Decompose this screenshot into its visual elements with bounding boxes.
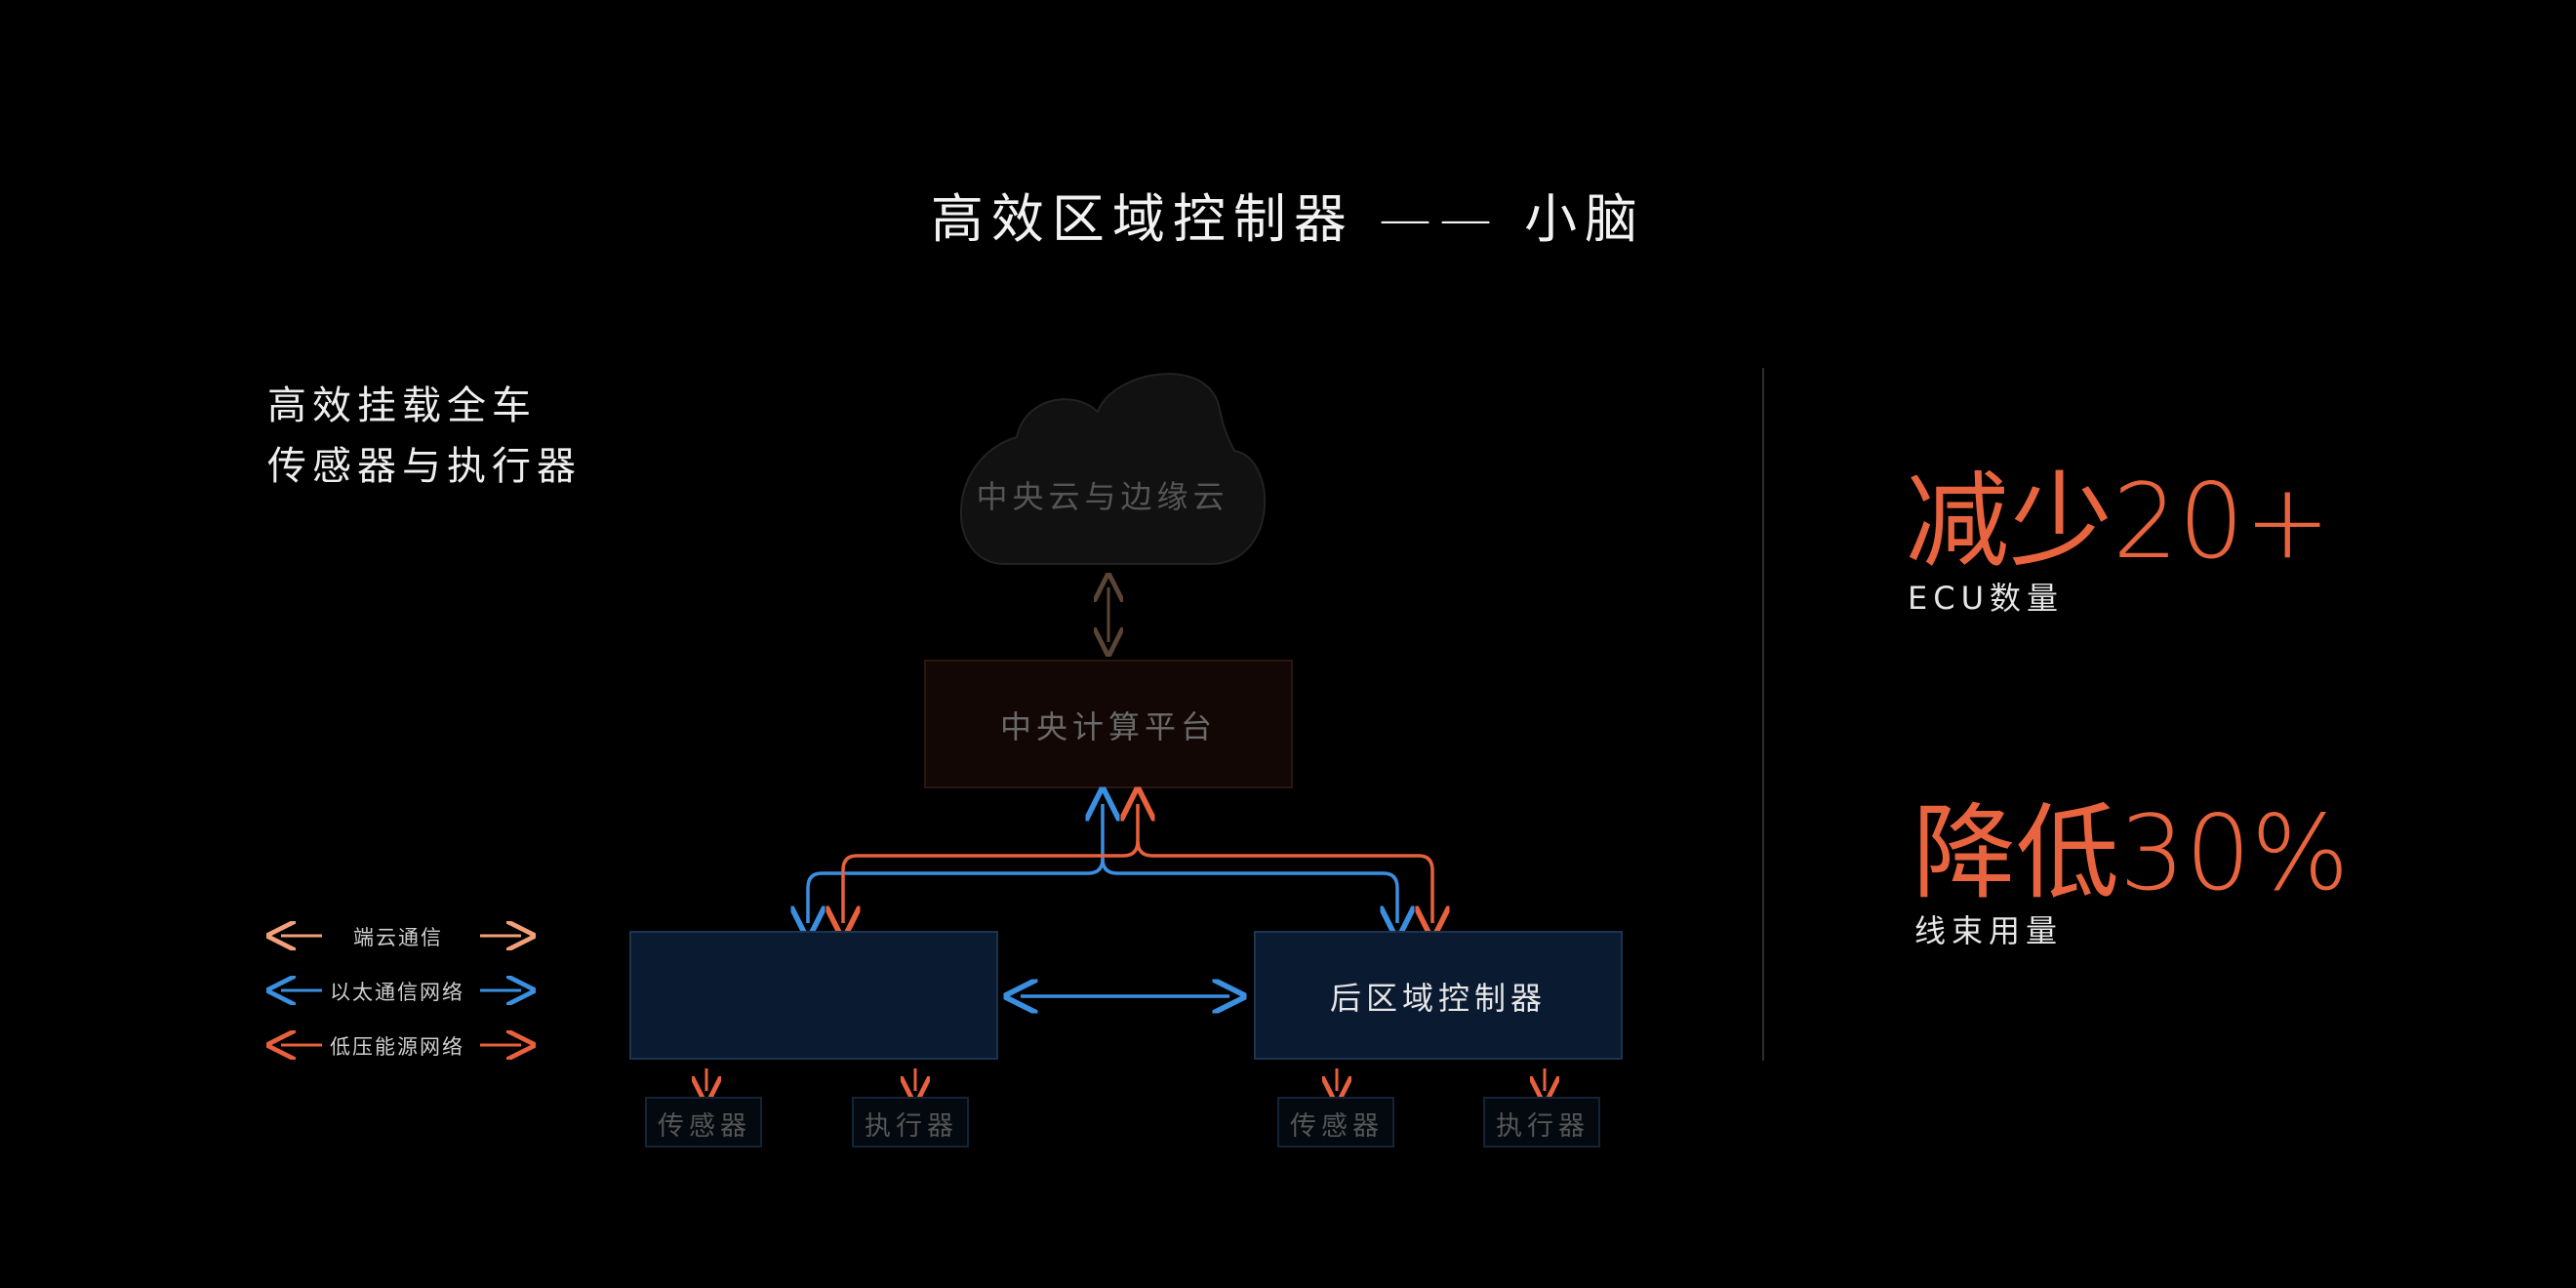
front-actuator-node: 执行器 — [852, 1097, 969, 1147]
legend-arrows — [281, 936, 521, 1045]
left-description: 高效挂载全车 传感器与执行器 — [267, 376, 582, 497]
cloud-label: 中央云与边缘云 — [976, 478, 1228, 515]
front-actuator-label: 执行器 — [865, 1111, 958, 1142]
legend-cloud-comm-label: 端云通信 — [353, 926, 443, 949]
cloud-icon — [960, 373, 1267, 565]
stat-harness-value: 降低30% — [1912, 793, 2350, 913]
rear-controller-label: 后区域控制器 — [1330, 980, 1547, 1017]
stat-ecu-value: 减少20+ — [1906, 462, 2331, 582]
rear-sensor-node: 传感器 — [1277, 1097, 1394, 1147]
legend-ethernet-label: 以太通信网络 — [330, 981, 464, 1004]
page-title: 高效区域控制器 —— 小脑 — [930, 188, 1646, 250]
rear-controller-node: 后区域控制器 — [1254, 931, 1623, 1060]
stat-ecu-label: ECU数量 — [1908, 580, 2064, 617]
central-platform-label: 中央计算平台 — [1000, 708, 1217, 745]
rear-actuator-node: 执行器 — [1483, 1097, 1600, 1147]
rear-actuator-label: 执行器 — [1496, 1111, 1590, 1142]
left-description-line1: 高效挂载全车 — [267, 383, 537, 428]
rear-sensor-label: 传感器 — [1290, 1111, 1384, 1142]
power-link-rear — [1136, 840, 1432, 923]
stat-harness-label: 线束用量 — [1914, 912, 2064, 949]
front-sensor-label: 传感器 — [658, 1111, 751, 1142]
cloud-node: 中央云与边缘云 — [960, 373, 1267, 565]
power-link-front — [843, 804, 1138, 923]
central-platform-node: 中央计算平台 — [924, 660, 1293, 788]
left-description-line2: 传感器与执行器 — [267, 444, 582, 489]
ethernet-link-rear — [1101, 858, 1397, 923]
vertical-divider — [1762, 368, 1764, 1061]
ethernet-link-front — [808, 804, 1103, 923]
front-sensor-node: 传感器 — [645, 1097, 762, 1147]
front-controller-node — [629, 931, 998, 1060]
legend-power-label: 低压能源网络 — [330, 1035, 464, 1059]
